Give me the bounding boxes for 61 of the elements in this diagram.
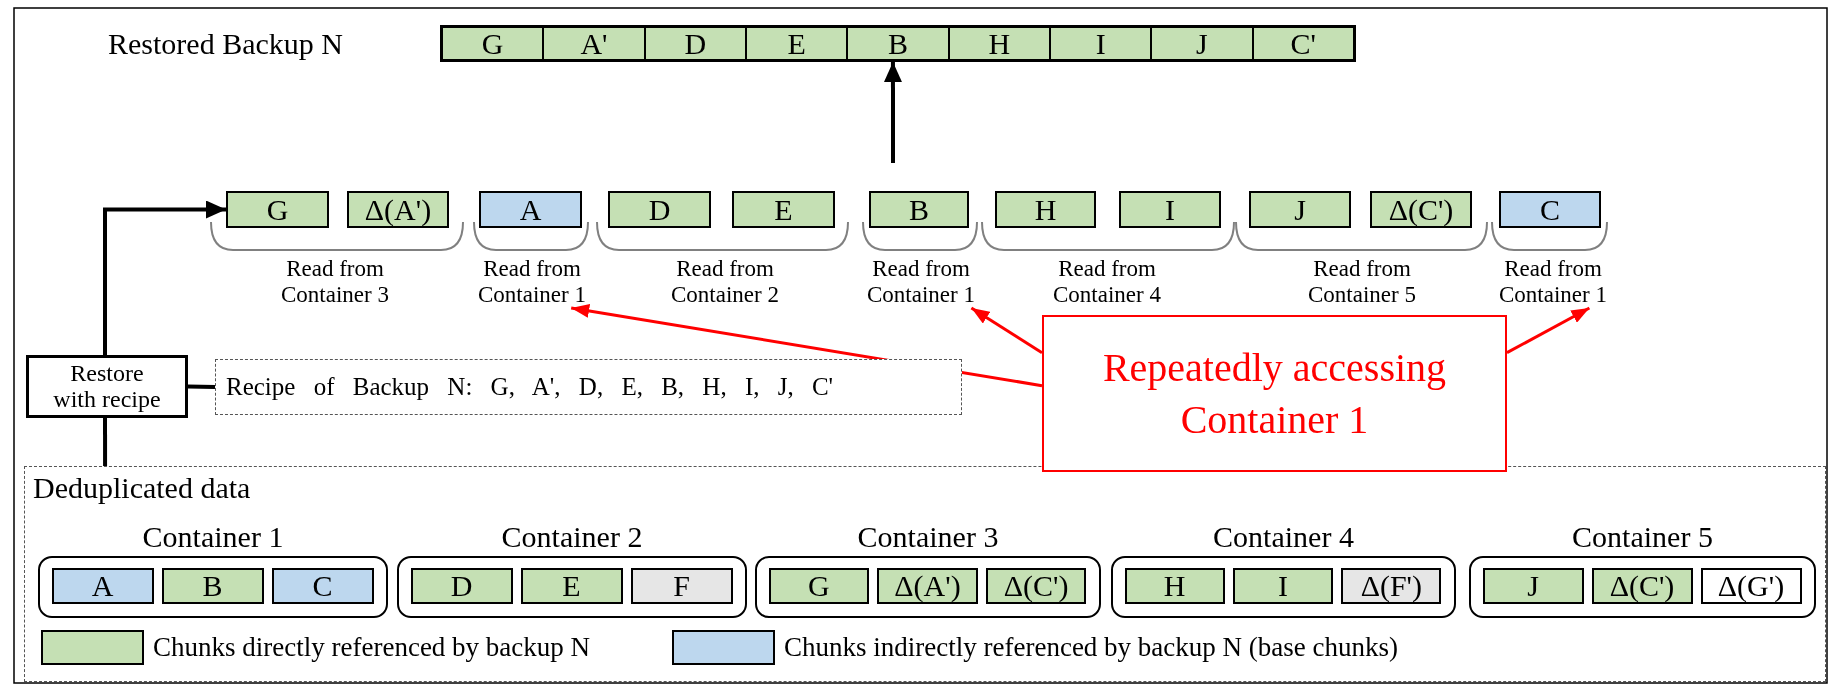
arrow — [883, 62, 902, 163]
data-chunk: Δ(F') — [1341, 567, 1442, 604]
data-chunk: E — [746, 27, 848, 60]
data-chunk: J — [1151, 27, 1253, 60]
data-chunk: Δ(C') — [985, 567, 1087, 604]
data-chunk: E — [732, 191, 835, 228]
data-chunk: F — [630, 567, 733, 604]
arrow — [103, 200, 226, 355]
data-chunk: I — [1232, 567, 1334, 604]
container-read-note: Read from Container 5 — [1292, 256, 1432, 308]
data-chunk: B — [161, 567, 264, 604]
container-title: Container 1 — [141, 520, 285, 554]
process-box: Restore with recipe — [26, 355, 188, 418]
data-chunk: I — [1119, 191, 1221, 228]
container-title: Container 2 — [500, 520, 644, 554]
data-chunk: I — [1049, 27, 1152, 60]
data-chunk: J — [1482, 567, 1584, 604]
container-read-note: Read from Container 1 — [462, 256, 602, 308]
data-chunk: G — [768, 567, 870, 604]
data-chunk: E — [520, 567, 623, 604]
recipe-box: Recipe of Backup N: G, A', D, E, B, H, I, J, C' — [215, 359, 962, 415]
data-chunk: D — [608, 191, 711, 228]
data-chunk: G — [226, 191, 329, 228]
data-chunk: C — [271, 567, 374, 604]
data-chunk: Δ(C') — [1591, 567, 1693, 604]
callout-arrow — [970, 306, 1043, 354]
data-chunk: H — [1124, 567, 1225, 604]
data-chunk: A' — [543, 27, 645, 60]
section-title: Deduplicated data — [33, 471, 251, 505]
callout-box: Repeatedly accessing Container 1 — [1042, 315, 1507, 472]
data-chunk: B — [869, 191, 969, 228]
container-title: Container 3 — [856, 520, 1000, 554]
data-chunk: H — [948, 27, 1050, 60]
data-chunk: A — [479, 191, 582, 228]
data-chunk: C' — [1252, 27, 1354, 60]
connector-line — [103, 418, 108, 466]
data-chunk: D — [644, 27, 746, 60]
row-title: Restored Backup N — [108, 26, 343, 62]
data-chunk: G — [442, 27, 544, 60]
data-chunk: A — [51, 567, 154, 604]
container-read-note: Read from Container 4 — [1037, 256, 1177, 308]
data-chunk: B — [847, 27, 949, 60]
data-chunk: Δ(A') — [877, 567, 978, 604]
data-chunk: Δ(C') — [1370, 191, 1472, 228]
data-chunk: C — [1499, 191, 1601, 228]
container-read-note: Read from Container 2 — [655, 256, 795, 308]
data-chunk: Δ(A') — [347, 191, 449, 228]
callout-arrow — [1506, 306, 1591, 354]
data-chunk: H — [995, 191, 1096, 228]
legend-label: Chunks indirectly referenced by backup N (base chunks) — [784, 631, 1399, 664]
data-chunk: J — [1249, 191, 1351, 228]
restored-chunk-bar — [440, 25, 1356, 62]
connector-line — [187, 384, 216, 389]
legend-label: Chunks directly referenced by backup N — [153, 631, 591, 664]
container-title: Container 4 — [1212, 520, 1355, 554]
data-chunk: D — [410, 567, 513, 604]
container-read-note: Read from Container 3 — [265, 256, 405, 308]
container-read-note: Read from Container 1 — [1483, 256, 1623, 308]
container-title: Container 5 — [1571, 520, 1714, 554]
container-read-note: Read from Container 1 — [851, 256, 991, 308]
data-chunk: Δ(G') — [1700, 567, 1802, 604]
